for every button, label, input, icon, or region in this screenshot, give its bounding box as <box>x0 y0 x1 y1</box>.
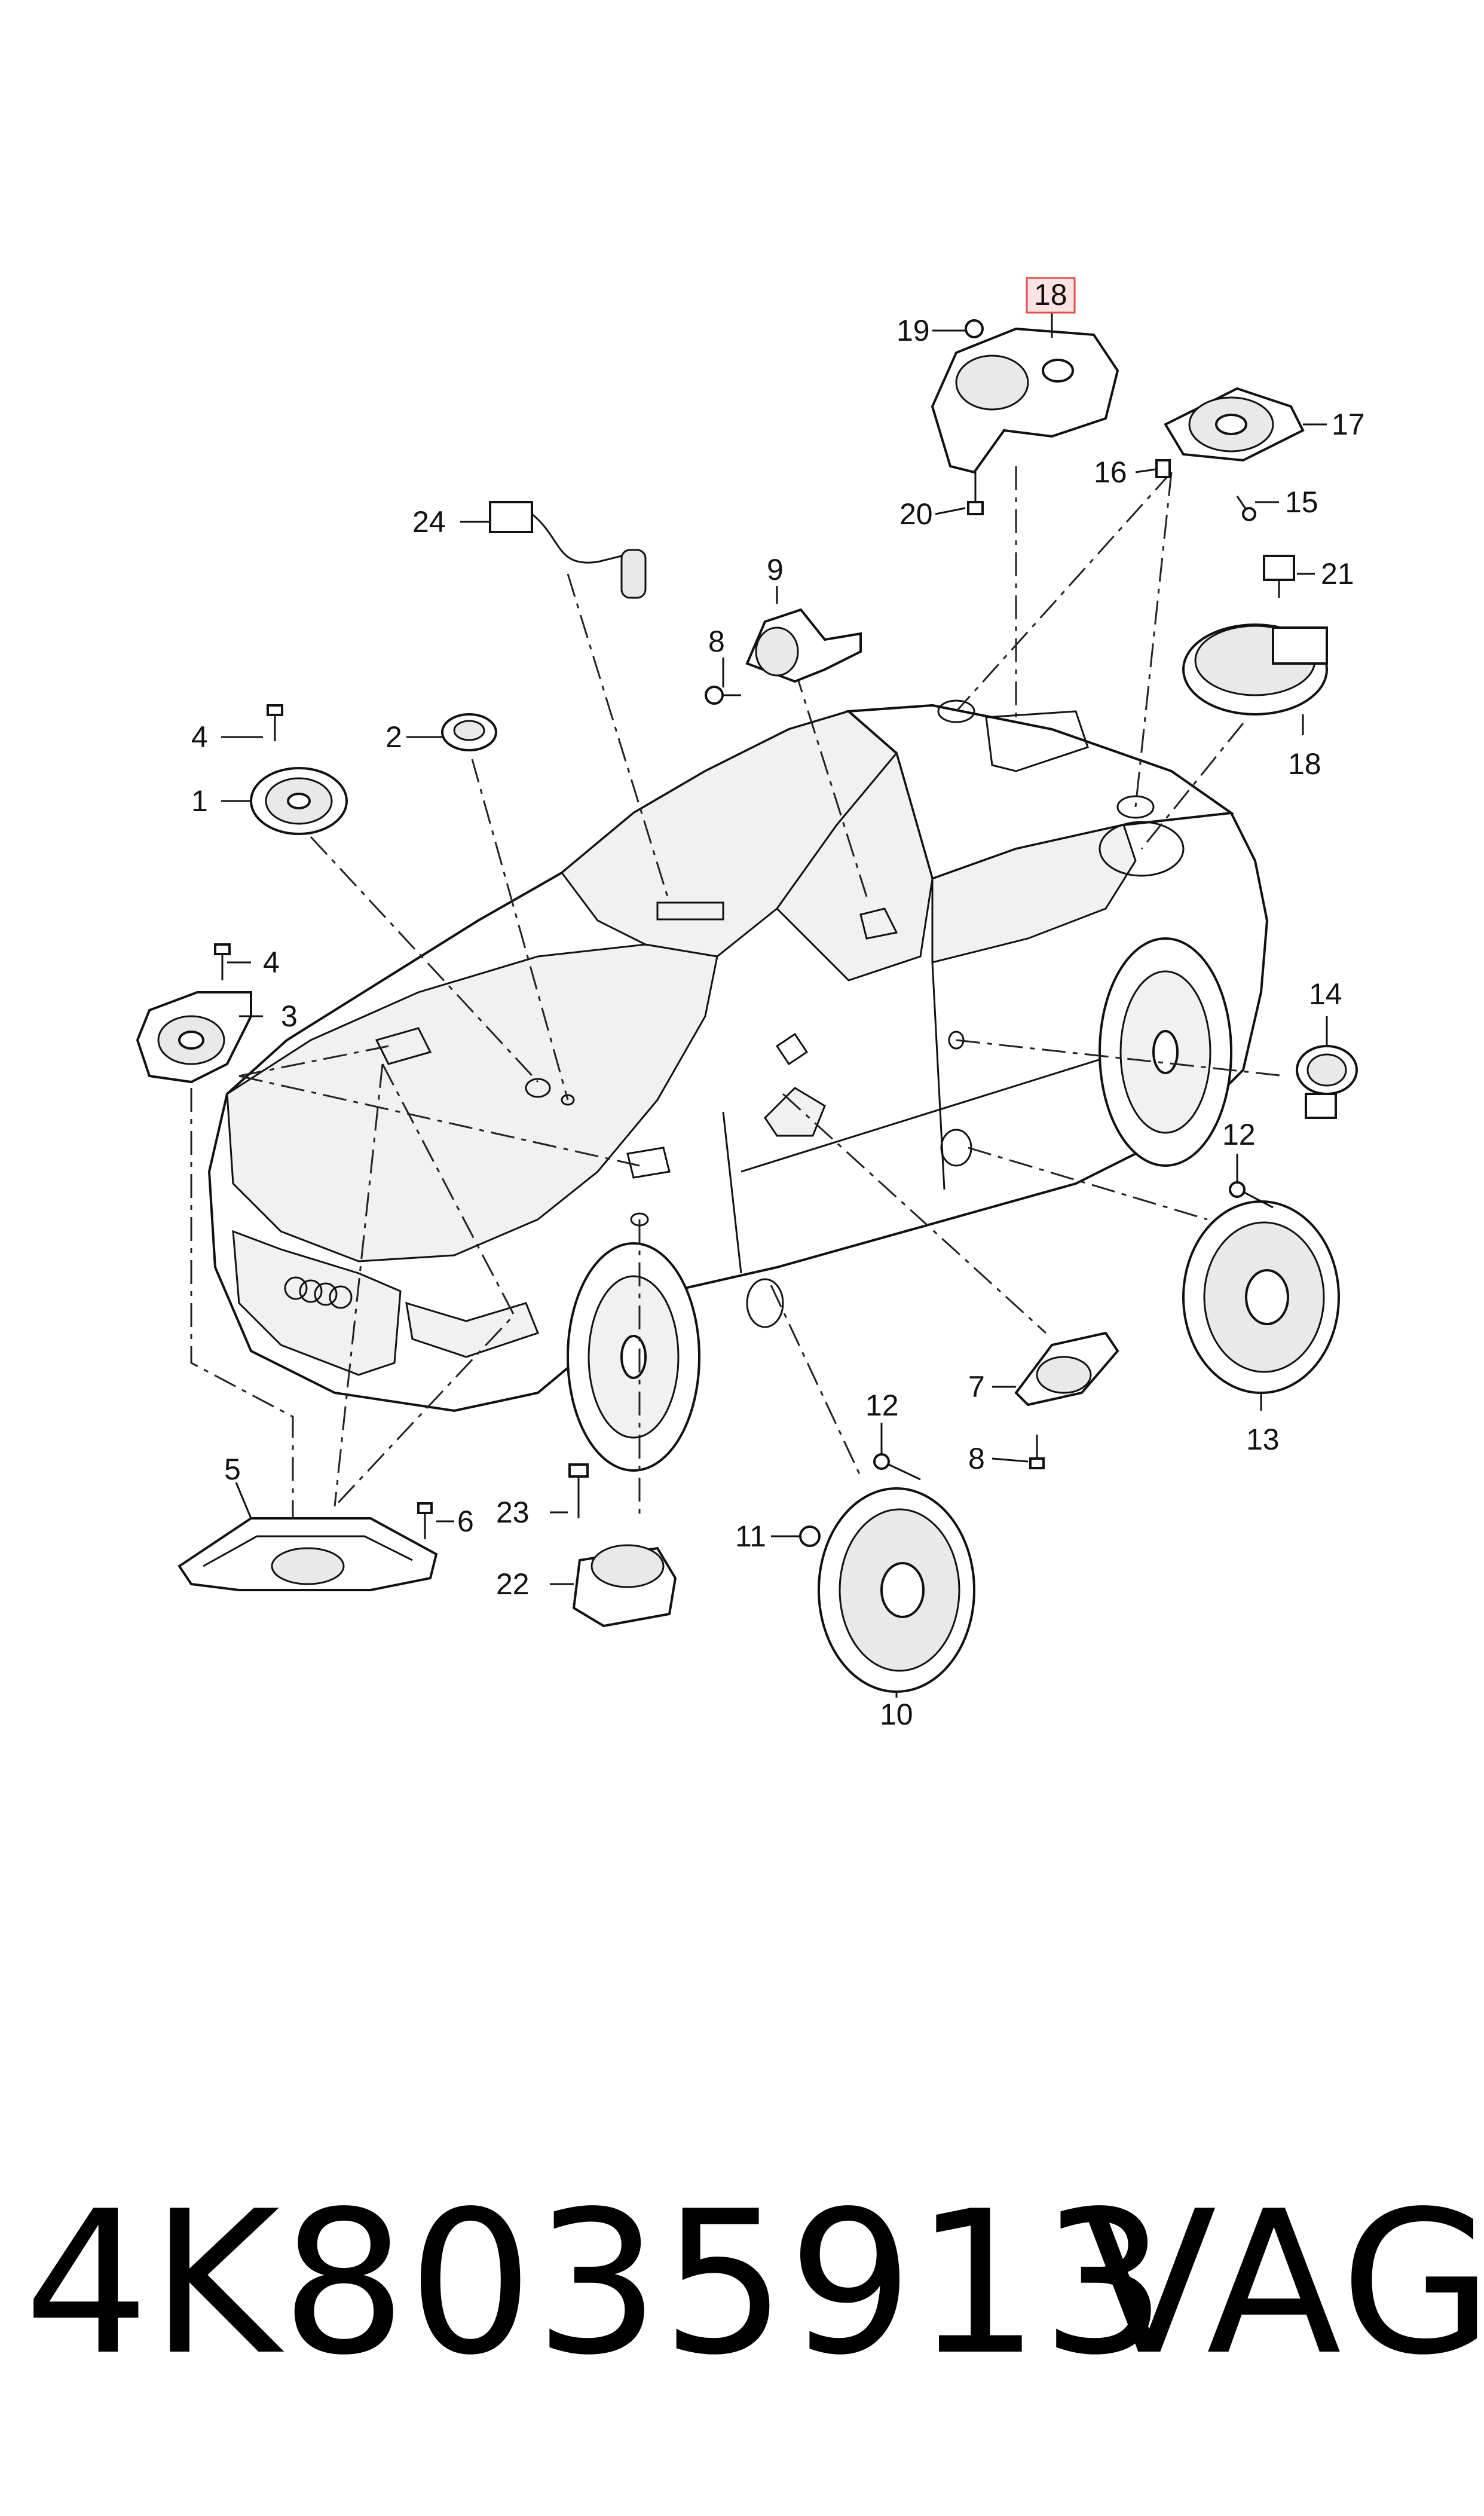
part-13-speaker <box>1182 1200 1340 1394</box>
audi-rings-logo <box>284 1276 353 1309</box>
front-wheel <box>567 1242 700 1472</box>
callout-leaders <box>221 311 1328 1698</box>
callout-labels: 1 4 2 3 4 5 6 8 9 24 18 19 20 17 16 15 2… <box>191 278 1365 1731</box>
callout-16: 16 <box>1094 455 1127 489</box>
leader-lines <box>190 466 1286 1554</box>
callout-3: 3 <box>281 999 298 1033</box>
callout-18: 18 <box>1288 747 1321 781</box>
callout-4-upper: 4 <box>191 720 208 754</box>
callout-19: 19 <box>896 314 930 347</box>
part-21-connector <box>1263 555 1295 598</box>
part-9-speaker-bracket <box>745 608 862 683</box>
part-15-screw <box>1236 496 1256 521</box>
part-18-subwoofer <box>1182 623 1328 716</box>
rear-wheel <box>1099 937 1232 1167</box>
callout-10: 10 <box>880 1698 913 1731</box>
callout-7: 7 <box>968 1370 985 1404</box>
part-22-tweeter <box>572 1544 677 1628</box>
callout-5: 5 <box>224 1453 241 1486</box>
part-12-screw-center <box>873 1453 921 1481</box>
callout-21: 21 <box>1321 557 1354 591</box>
callout-9: 9 <box>767 553 784 586</box>
speaker-system-exploded-diagram: 1 4 2 3 4 5 6 8 9 24 18 19 20 17 16 15 2… <box>136 277 1365 1731</box>
callout-1: 1 <box>191 784 208 818</box>
part-6-screw <box>417 1502 433 1539</box>
callout-23: 23 <box>496 1496 530 1529</box>
callout-12-right: 12 <box>1222 1118 1256 1151</box>
part-7-speaker-bracket <box>1014 1331 1119 1407</box>
part-4-screw-lower <box>214 943 231 980</box>
callout-11: 11 <box>735 1520 766 1553</box>
car-illustration <box>207 699 1269 1472</box>
part-3-speaker-bracket <box>136 991 252 1084</box>
part-number: 4K8035913 <box>24 2169 1168 2398</box>
callout-24: 24 <box>412 505 446 539</box>
part-4-screw-upper <box>267 704 283 741</box>
part-10-speaker <box>818 1487 975 1693</box>
part-19-nut <box>965 319 984 338</box>
part-8-screw-upper <box>705 686 741 705</box>
part-1-speaker <box>250 767 348 835</box>
callout-13: 13 <box>1246 1423 1280 1456</box>
brand-label: VAG <box>1082 2169 1484 2398</box>
callout-18-highlighted: 18 <box>1034 278 1067 311</box>
part-16-nut <box>1155 459 1171 478</box>
part-2-grommet <box>441 713 497 751</box>
highlight-box-18 <box>1026 277 1076 314</box>
part-17-speaker <box>1164 387 1305 462</box>
part-5-speaker-frame <box>178 1517 438 1591</box>
part-23-screw <box>568 1463 589 1518</box>
part-20-bolt <box>967 472 984 515</box>
callout-17: 17 <box>1332 408 1365 441</box>
part-11-clip <box>799 1526 821 1547</box>
callout-2: 2 <box>385 720 402 754</box>
callout-22: 22 <box>496 1567 530 1601</box>
callout-4-lower: 4 <box>263 946 280 979</box>
callout-8-lower: 8 <box>968 1442 985 1475</box>
callout-6: 6 <box>457 1505 474 1538</box>
callout-8-upper: 8 <box>708 625 725 658</box>
callout-12-center: 12 <box>865 1389 899 1422</box>
part-14-tweeter <box>1296 1045 1358 1119</box>
part-8-screw-lower <box>1029 1435 1045 1469</box>
callout-20: 20 <box>899 497 933 531</box>
part-24-cable-harness <box>489 501 647 599</box>
callout-15: 15 <box>1285 485 1318 519</box>
part-number-footer: 4K8035913 VAG <box>0 2164 1484 2415</box>
callout-14: 14 <box>1309 977 1342 1011</box>
part-18-subwoofer-enclosure <box>931 327 1119 474</box>
